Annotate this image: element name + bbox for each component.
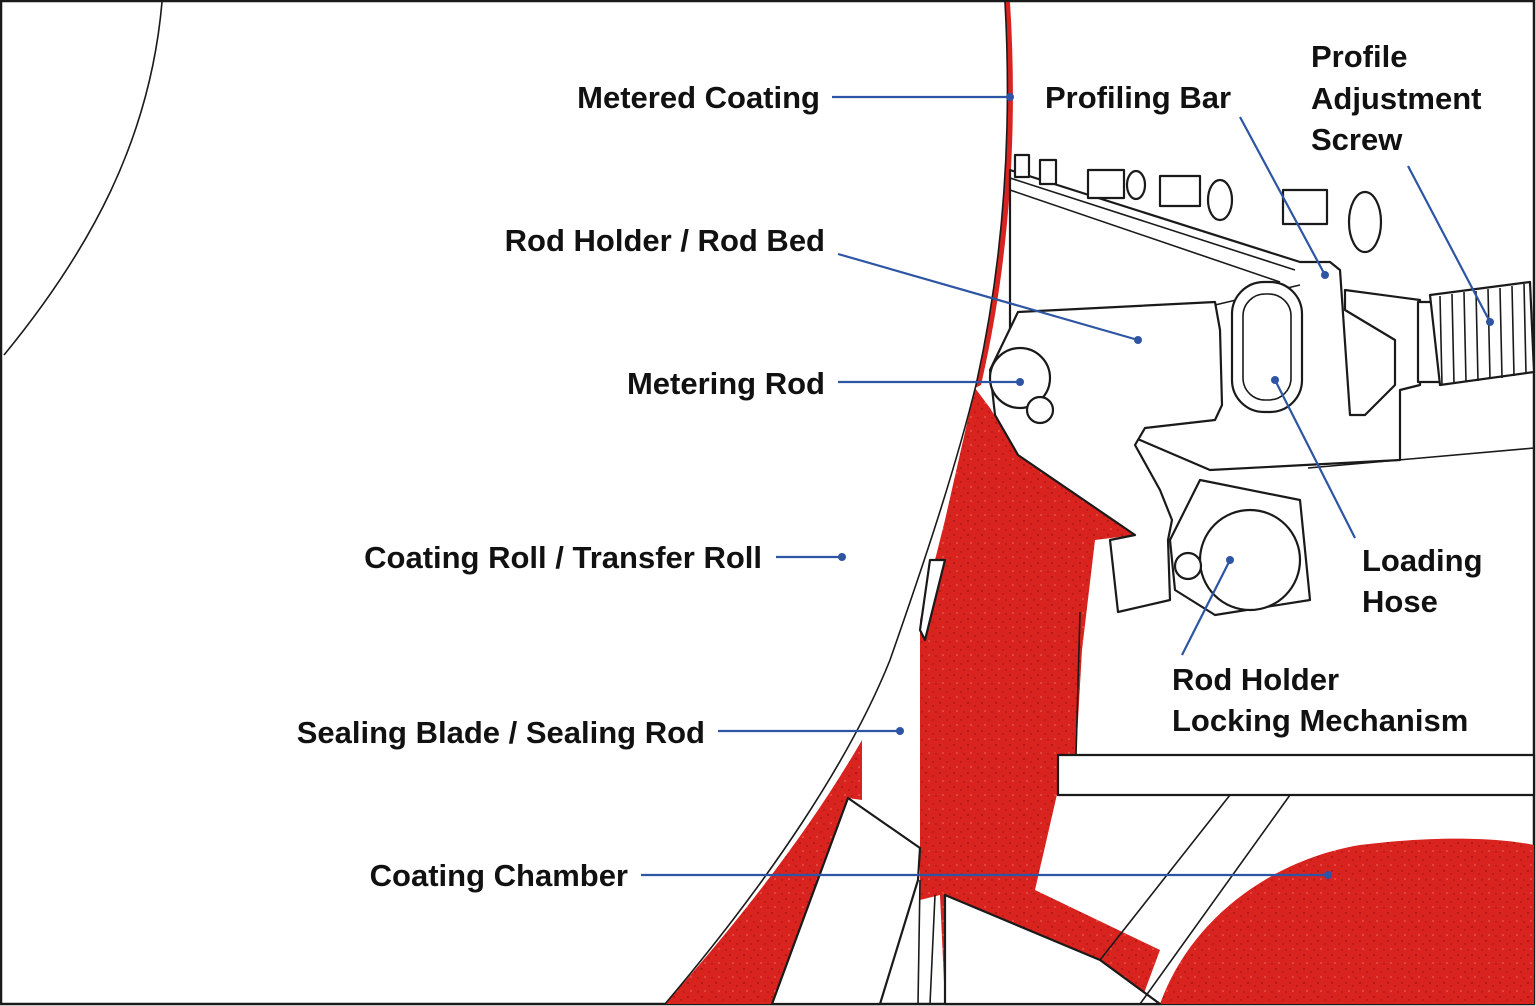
svg-text:Metering Rod: Metering Rod [627, 366, 825, 401]
svg-text:Hose: Hose [1362, 584, 1438, 619]
locking-rod [1198, 508, 1302, 612]
label-loading-line2: Hose [1362, 584, 1438, 619]
sealing-blade [770, 796, 922, 1006]
callout-profile-adjustment-screw: Profile Adjustment Screw [1311, 39, 1494, 326]
coating-roll-outline [664, 1, 1009, 1005]
label-metered-coating: Metered Coating [577, 80, 820, 115]
loading-hose-inner [1242, 293, 1292, 401]
label-locking-line1: Rod Holder [1172, 662, 1339, 697]
label-sealing-blade: Sealing Blade / Sealing Rod [297, 715, 705, 750]
base-plate [1056, 753, 1536, 797]
profile-adjustment-screw [1416, 280, 1536, 387]
svg-text:Rod Holder: Rod Holder [1172, 662, 1339, 697]
locking-small-rod [1173, 551, 1203, 581]
callout-loading-hose: Loading Hose [1271, 376, 1483, 619]
callout-metered-coating: Metered Coating [577, 80, 1014, 115]
adjustment-screw-row [1013, 153, 1383, 254]
callout-metering-rod: Metering Rod [627, 366, 1024, 401]
svg-text:Loading: Loading [1362, 543, 1483, 578]
svg-text:Sealing Blade / Sealing Rod: Sealing Blade / Sealing Rod [297, 715, 705, 750]
svg-text:Metered Coating: Metered Coating [577, 80, 820, 115]
label-coating-chamber: Coating Chamber [370, 858, 628, 893]
svg-text:Screw: Screw [1311, 122, 1403, 157]
sealing-blade-insert [918, 558, 947, 642]
lower-support-lines [917, 794, 1291, 1005]
lower-roll-coating [1160, 838, 1534, 1004]
adjacent-roll-arc [3, 1, 163, 356]
svg-text:Locking Mechanism: Locking Mechanism [1172, 703, 1468, 738]
label-profile-line3: Screw [1311, 122, 1403, 157]
callout-sealing-blade: Sealing Blade / Sealing Rod [297, 715, 904, 750]
callout-coating-roll: Coating Roll / Transfer Roll [364, 540, 846, 575]
loading-hose [1230, 280, 1304, 414]
label-profile-line2: Adjustment [1311, 81, 1482, 116]
label-locking-line2: Locking Mechanism [1172, 703, 1468, 738]
label-rod-holder: Rod Holder / Rod Bed [505, 223, 825, 258]
chamber-floor-plate [943, 893, 1162, 1006]
callout-locking-mechanism: Rod Holder Locking Mechanism [1172, 556, 1468, 738]
label-coating-roll: Coating Roll / Transfer Roll [364, 540, 762, 575]
callout-rod-holder: Rod Holder / Rod Bed [505, 223, 1142, 344]
label-loading-line1: Loading [1362, 543, 1483, 578]
metered-coating-film [975, 2, 1013, 388]
base-column [1075, 447, 1535, 756]
svg-text:Coating Roll / Transfer Roll: Coating Roll / Transfer Roll [364, 540, 762, 575]
svg-text:Profile: Profile [1311, 39, 1407, 74]
svg-text:Profiling Bar: Profiling Bar [1045, 80, 1231, 115]
coating-wedge-left [665, 740, 862, 1004]
label-metering-rod: Metering Rod [627, 366, 825, 401]
label-profile-line1: Profile [1311, 39, 1407, 74]
callout-profiling-bar: Profiling Bar [1045, 80, 1329, 279]
metering-rod-small [1025, 395, 1055, 425]
coating-chamber-fill [920, 388, 1160, 1004]
svg-text:Adjustment: Adjustment [1311, 81, 1482, 116]
callout-coating-chamber: Coating Chamber [370, 858, 1332, 893]
label-profiling-bar: Profiling Bar [1045, 80, 1231, 115]
svg-text:Rod Holder / Rod Bed: Rod Holder / Rod Bed [505, 223, 825, 258]
svg-text:Coating Chamber: Coating Chamber [370, 858, 628, 893]
